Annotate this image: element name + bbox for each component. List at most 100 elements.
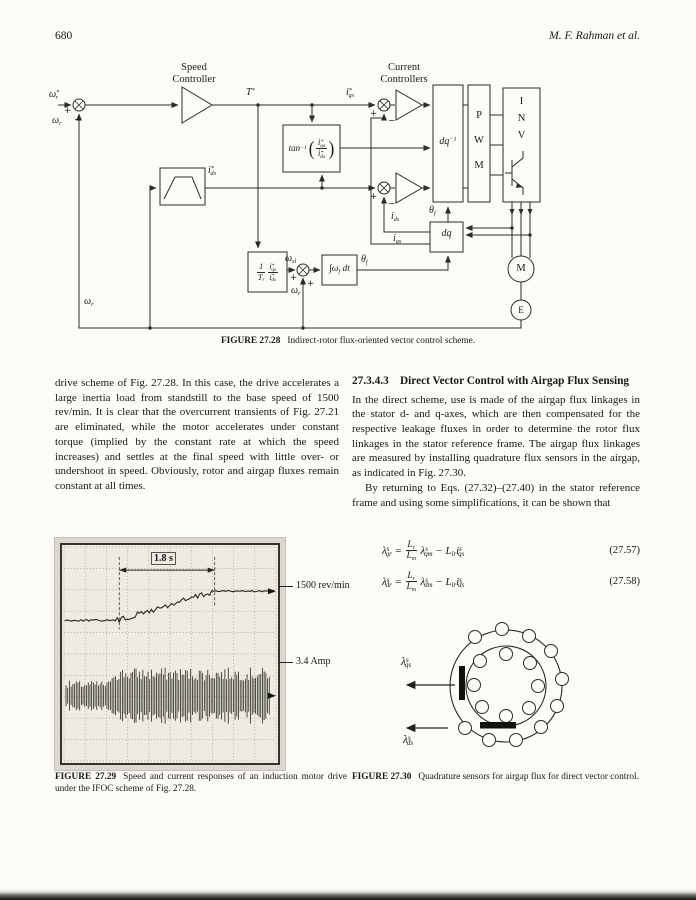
eq-frac-num: Lr <box>405 570 417 583</box>
pwm-letter-m: M <box>474 160 484 171</box>
right-paragraph-2: By returning to Eqs. (27.32)–(27.40) in … <box>352 481 640 509</box>
caption-text: Speed and current responses of an induct… <box>55 772 348 794</box>
slip-gain-block <box>247 251 288 293</box>
omega-slip-label: ωsl <box>285 253 297 265</box>
speed-annotation: 1500 rev/min <box>296 580 350 591</box>
iqs-ref-label: i*qs <box>346 87 354 99</box>
iqs-fb-label: iqs <box>393 233 402 245</box>
encoder-circle <box>510 299 532 321</box>
dq-label: dq <box>441 228 452 239</box>
minus-sign: − <box>388 116 396 126</box>
current-controllers-label: Current Controllers <box>380 62 428 85</box>
flux-arrows <box>405 680 455 733</box>
plus-sign: + <box>290 273 298 283</box>
conductor-circles <box>458 622 569 747</box>
plus-sign: + <box>370 192 378 202</box>
right-column: 27.3.4.3 Direct Vector Control with Airg… <box>352 374 640 510</box>
pwm-letter-w: W <box>474 135 484 146</box>
oscilloscope-screen <box>60 543 280 765</box>
eq-frac-num: Lr <box>405 540 417 552</box>
dq-block <box>429 221 464 253</box>
encoder-label: E <box>518 305 524 315</box>
caption-label: FIGURE 27.29 <box>55 772 117 782</box>
plus-sign: + <box>64 106 72 116</box>
theta-f-label-2: θf <box>361 254 368 266</box>
ramp-time-annotation: 1.8 s <box>151 552 176 565</box>
caption-label: FIGURE 27.28 <box>220 336 281 346</box>
q-current-controller-amplifier <box>395 89 424 121</box>
omega-ref-label: ω*r <box>49 89 60 101</box>
junction-crosses <box>74 100 389 275</box>
motor-label: M <box>516 263 526 274</box>
ids-fb-label: ids <box>391 211 400 223</box>
d-current-controller-amplifier <box>395 172 424 204</box>
tan-block <box>282 124 341 173</box>
d-axis-sensor-bar <box>480 722 516 729</box>
minus-sign: − <box>388 199 396 209</box>
omega-r-bottom-label: ωr <box>84 296 94 308</box>
integrator-content: ∫ωf dt <box>329 264 350 276</box>
inv-letter-n: N <box>517 113 526 124</box>
current-leader-line <box>279 662 293 663</box>
flux-sensor-diagram <box>405 622 569 747</box>
eq-rhs: λsdm − Llrisds <box>420 575 465 589</box>
torque-ref-label: T* <box>246 87 255 98</box>
speed-leader-line <box>279 586 293 587</box>
eq-lhs: λsdr = <box>382 575 402 589</box>
inv-letter-i: I <box>519 96 524 107</box>
omega-fb-label: ωr <box>52 115 62 127</box>
eq-rhs: λsqm − Llrisqs <box>420 544 465 558</box>
eq-frac-den: Lm <box>406 551 416 563</box>
eq-lhs: λsqr = <box>382 544 402 558</box>
pwm-block <box>467 84 491 203</box>
caption-text: Quadrature sensors for airgap flux for d… <box>418 772 639 782</box>
lambda-ds-label: λsds <box>403 733 414 748</box>
oscilloscope-traces <box>63 546 277 762</box>
figure-27-28-caption: FIGURE 27.28 Indirect-rotor flux-oriented… <box>0 336 696 348</box>
inverter-block <box>502 87 541 203</box>
left-paragraph: drive scheme of Fig. 27.28. In this case… <box>55 377 339 492</box>
speed-controller-label: Speed Controller <box>172 62 216 85</box>
flux-sensor-bars <box>459 666 516 729</box>
section-number: 27.3.4.3 <box>352 375 389 387</box>
lambda-qs-label: λsqs <box>401 655 412 670</box>
inv-letter-v: V <box>517 130 526 141</box>
caption-label: FIGURE 27.30 <box>352 772 412 782</box>
pwm-letter-p: P <box>476 110 482 121</box>
equation-number: (27.57) <box>609 545 640 557</box>
running-head: M. F. Rahman et al. <box>549 30 640 42</box>
igbt-icon <box>505 151 524 195</box>
q-axis-sensor-bar <box>459 666 465 700</box>
junction-dots <box>148 103 533 330</box>
speed-controller-amplifier <box>181 86 213 124</box>
omega-r-mid-label: ωr <box>291 285 301 297</box>
vector-control-schematic <box>58 84 541 330</box>
motor-circle <box>507 255 535 283</box>
oscilloscope-photo: 1.8 s <box>55 538 285 770</box>
dq-inverse-block <box>432 84 464 203</box>
flux-profile-curve <box>163 176 202 200</box>
figure-27-28: Speed Controller Current Controllers ω*r… <box>49 60 660 345</box>
plus-sign: + <box>307 279 315 289</box>
current-annotation: 3.4 Amp <box>296 656 331 667</box>
dq-inverse-label: dq−1 <box>439 136 457 147</box>
connection-lines <box>58 102 531 329</box>
right-paragraph-1: In the direct scheme, use is made of the… <box>352 393 640 480</box>
section-heading: 27.3.4.3 Direct Vector Control with Airg… <box>352 374 640 389</box>
caption-text: Indirect-rotor flux-oriented vector cont… <box>287 336 476 346</box>
figure-27-29: 1.8 s 1500 rev/min 3.4 Amp <box>55 538 395 772</box>
minus-sign: − <box>74 115 82 125</box>
eq-frac-den: Lm <box>406 582 416 594</box>
equation-number: (27.58) <box>609 576 640 588</box>
section-title: Direct Vector Control with Airgap Flux S… <box>400 375 630 387</box>
plus-sign: + <box>370 109 378 119</box>
figure-27-30-caption: FIGURE 27.30 Quadrature sensors for airga… <box>352 772 644 784</box>
integrator-block <box>321 254 358 286</box>
